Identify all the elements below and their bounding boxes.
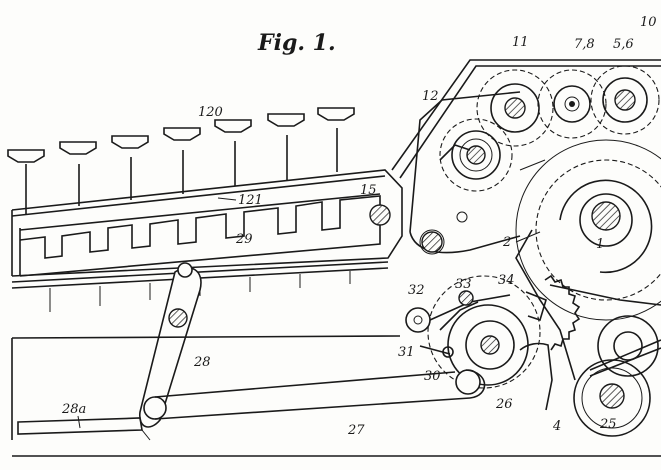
shaft-5-6	[614, 89, 636, 111]
key-row	[7, 107, 403, 312]
label-27: 27	[347, 423, 365, 438]
label-32: 32	[408, 283, 425, 298]
pivot-28	[168, 308, 188, 328]
pulley-left	[143, 396, 167, 420]
label-1: 1	[596, 237, 604, 252]
label-30: 30	[424, 369, 441, 384]
label-7-8: 7,8	[574, 37, 595, 52]
shaft-25	[599, 383, 625, 409]
shaft-1	[591, 201, 621, 231]
reference-labels: 120 121 29 15 12 11 7,8 5,6 10 1 2 32 33…	[61, 15, 657, 438]
gear-train-top	[439, 65, 660, 192]
label-10: 10	[640, 15, 657, 30]
label-26: 26	[495, 397, 513, 412]
label-121: 121	[238, 193, 263, 208]
key-caps	[7, 107, 355, 163]
label-28: 28	[193, 355, 211, 370]
label-25: 25	[599, 417, 617, 432]
shaft-lower-left	[421, 231, 443, 253]
label-34: 34	[498, 273, 515, 288]
figure-title: Fig. 1.	[257, 30, 336, 56]
label-28a: 28a	[61, 402, 86, 417]
gear-lower-right	[573, 315, 661, 437]
label-2: 2	[502, 235, 511, 250]
label-31: 31	[398, 345, 415, 360]
label-120: 120	[198, 105, 223, 120]
label-15: 15	[360, 183, 377, 198]
shaft-12	[466, 145, 486, 165]
lever-and-belt	[11, 262, 661, 457]
label-12: 12	[422, 89, 439, 104]
label-11: 11	[512, 35, 529, 50]
shaft-15	[369, 204, 391, 226]
label-4: 4	[552, 419, 561, 434]
label-33: 33	[455, 277, 472, 292]
roller-32	[405, 307, 431, 333]
key-stems	[25, 128, 338, 214]
shaft-30	[480, 335, 500, 355]
label-29: 29	[235, 232, 253, 247]
main-gear	[515, 139, 661, 381]
key-frame	[11, 169, 403, 312]
shaft-11	[504, 97, 526, 119]
cam-assembly	[405, 275, 553, 411]
upper-housing	[391, 59, 661, 255]
label-5-6: 5,6	[613, 37, 634, 52]
